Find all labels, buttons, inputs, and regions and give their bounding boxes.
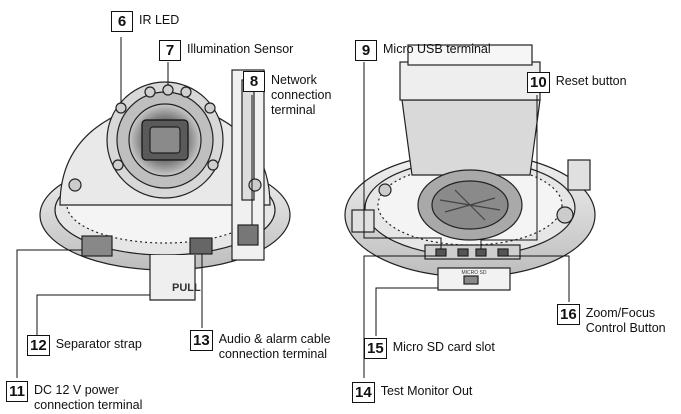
callout-number: 14 [352, 382, 375, 403]
callout-audio-alarm: 13 Audio & alarm cable connection termin… [190, 330, 349, 362]
callout-illumination-sensor: 7 Illumination Sensor [159, 40, 293, 61]
pull-strap-label: PULL [172, 282, 201, 294]
callout-network-terminal: 8 Network connection terminal [243, 71, 356, 118]
callout-label: Network connection terminal [271, 73, 332, 117]
callout-number: 10 [527, 72, 550, 93]
callout-label: Zoom/Focus Control Button [585, 306, 666, 335]
callout-number: 7 [159, 40, 181, 61]
callout-number: 13 [190, 330, 213, 351]
callout-number: 6 [111, 11, 133, 32]
callout-micro-sd-slot: 15 Micro SD card slot [364, 338, 495, 359]
callout-separator-strap: 12 Separator strap [27, 335, 142, 356]
leader-14 [363, 255, 436, 378]
callout-reset-button: 10 Reset button [527, 72, 627, 93]
callout-label: Micro USB terminal [383, 42, 491, 56]
callout-micro-usb: 9 Micro USB terminal [355, 40, 491, 61]
leader-lines [16, 37, 570, 378]
left-camera-front-view [39, 69, 291, 301]
leader-11 [16, 249, 82, 378]
leader-9 [363, 62, 442, 249]
leader-12 [36, 294, 150, 335]
callout-number: 12 [27, 335, 50, 356]
callout-label: IR LED [139, 13, 180, 27]
callout-test-monitor-out: 14 Test Monitor Out [352, 382, 472, 403]
leader-10 [480, 95, 538, 249]
sd-panel-label: MICRO SD [462, 270, 487, 276]
callout-label: DC 12 V power connection terminal [34, 383, 143, 412]
callout-number: 8 [243, 71, 265, 92]
leader-15 [375, 287, 438, 336]
right-camera-rear-view [344, 44, 596, 291]
callout-label: Audio & alarm cable connection terminal [218, 332, 331, 361]
callout-label: Illumination Sensor [187, 42, 294, 56]
callout-zoom-focus-button: 16 Zoom/Focus Control Button [557, 304, 674, 336]
callout-dc-power: 11 DC 12 V power connection terminal [6, 381, 169, 413]
callout-label: Reset button [555, 74, 627, 88]
callout-number: 9 [355, 40, 377, 61]
callout-number: 11 [6, 381, 28, 402]
callout-label: Test Monitor Out [380, 384, 473, 398]
callout-number: 15 [364, 338, 387, 359]
callout-label: Separator strap [55, 337, 142, 351]
callout-label: Micro SD card slot [392, 340, 495, 354]
leader-16 [508, 255, 570, 302]
callout-number: 16 [557, 304, 580, 325]
callout-ir-led: 6 IR LED [111, 11, 179, 32]
